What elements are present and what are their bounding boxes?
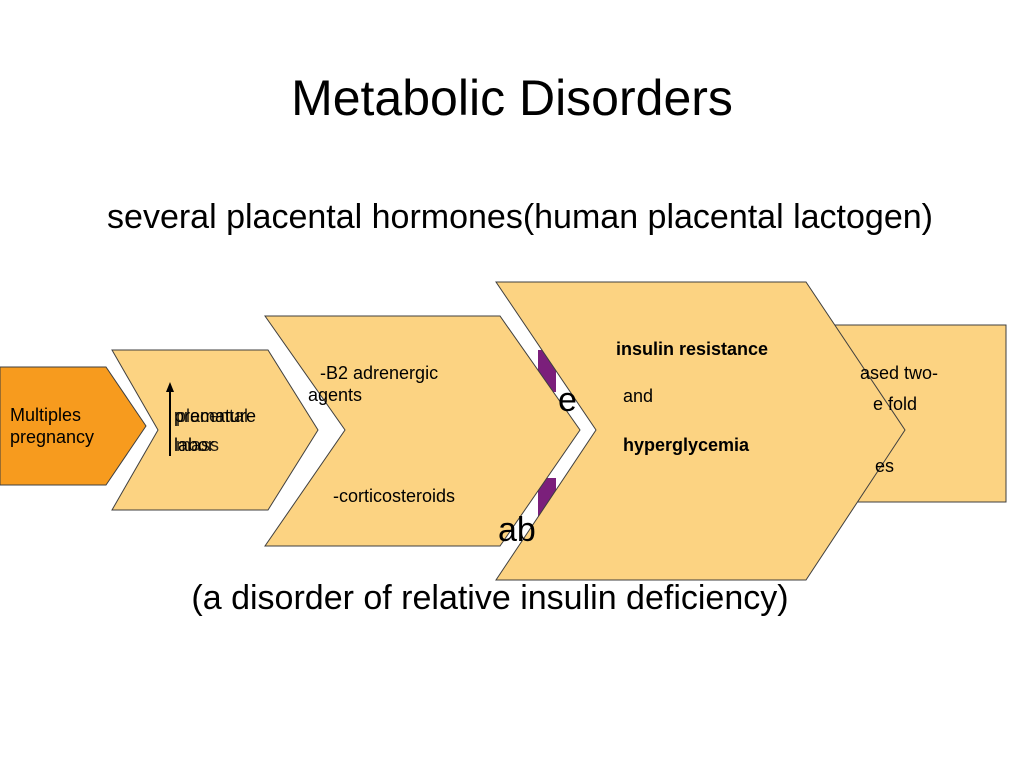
multiples-label: Multiples pregnancy [10,405,95,447]
up-arrow-head-icon [166,382,174,392]
chevron-insulin [495,281,906,581]
hyperglycemia-label: hyperglycemia [623,435,750,455]
hidden-box-line1: ased two- [860,363,939,383]
drugs-bottom-label: -corticosteroids [333,486,456,506]
slide-caption: (a disorder of relative insulin deficien… [191,579,789,617]
drugs-top-label: -B2 adrenergic agents [308,363,439,405]
mass-label: mass [176,435,220,455]
hidden-fragment-bottom: ab [498,511,536,549]
and-label: and [623,386,654,406]
hidden-box-line3: es [875,456,895,476]
slide-subtitle: several placental hormones(human placent… [107,198,933,236]
slide-title: Metabolic Disorders [291,70,733,126]
hidden-fragment-top: e [558,381,577,419]
chevron-drugs [264,315,581,547]
chevron-multiples [0,366,147,486]
hidden-box-line2: e fold [873,394,918,414]
premature-label: premature [174,406,257,426]
insulin-resistance-label: insulin resistance [616,339,769,359]
placental-label: placental [176,406,249,426]
labor-label: labor [174,435,215,455]
chevron-placental [111,349,319,511]
